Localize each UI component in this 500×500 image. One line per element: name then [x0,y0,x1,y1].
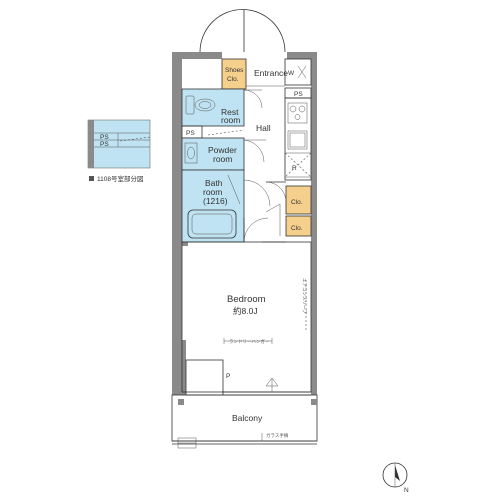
powder-room-fill [182,138,244,170]
powder-door-swing [243,139,265,163]
closet-door-swing [265,181,287,203]
closet-2 [285,215,312,237]
closet-1-fill [286,186,311,214]
sink-icon [287,130,308,150]
washbasin-icon [184,142,198,164]
entrance-door [199,9,286,53]
inset-wall [88,120,94,168]
ps-hall-label: PS [186,130,195,137]
restroom-label-2: room [221,115,240,125]
entrance-label: Entrance [254,68,288,78]
laundry-label: ランドリーハンガー [229,338,270,345]
kitchen: R [284,97,312,181]
wall-note: エアコンスリーブ [301,278,308,314]
glass-rail-label: ガラス手摘 [266,432,289,439]
shoes-closet-fill [222,59,246,89]
closet-1-label: Clo. [291,199,303,206]
inset-plan: PS PS 1108号室部分図 [87,119,151,183]
bathroom-fill [182,170,244,242]
shoes-closet-label-1: Shoes [225,67,244,74]
stove-icon [287,102,308,124]
restroom-fill [182,89,244,126]
bedroom-size: 約8.0J [233,306,258,316]
inset-ps-label-1: PS [100,134,109,141]
bathtub-icon [187,209,237,239]
inset-ps-label-2: PS [100,141,109,148]
powder-room-label-2: room [213,154,232,164]
shoes-closet-label-2: Clo. [227,76,239,83]
restroom [181,88,245,127]
bathroom-label-3: (1216) [203,196,228,206]
bath-door-swing [243,179,271,207]
inset-caption: 1108号室部分図 [97,174,143,183]
inset-wet-area [88,120,150,168]
p-label: P [226,373,230,380]
closet-2-fill [286,216,311,236]
balcony-label: Balcony [232,413,263,423]
hall-label: Hall [256,123,271,133]
north-arrow-icon [395,465,400,481]
toilet-icon [185,95,216,115]
bathroom-label-1: Bath [205,178,223,188]
r-label: R [292,165,297,172]
compass: N [382,462,409,494]
closet-2-label: Clo. [291,225,303,232]
w-cabinet [284,58,312,86]
bedroom [181,241,312,393]
restroom-door-swing [243,89,263,109]
fridge-space [284,152,312,178]
bathroom-label-2: room [203,187,222,197]
compass-label: N [404,487,409,494]
powder-room-label-1: Powder [208,145,237,155]
w-label: W [288,70,295,77]
bedroom-label: Bedroom [227,294,266,305]
folding-door [265,203,281,236]
ps-top-label: PS [294,91,303,98]
inset-legend-marker [89,176,94,181]
bedroom-door-swing [243,217,269,243]
restroom-label-1: Rest [221,107,239,117]
